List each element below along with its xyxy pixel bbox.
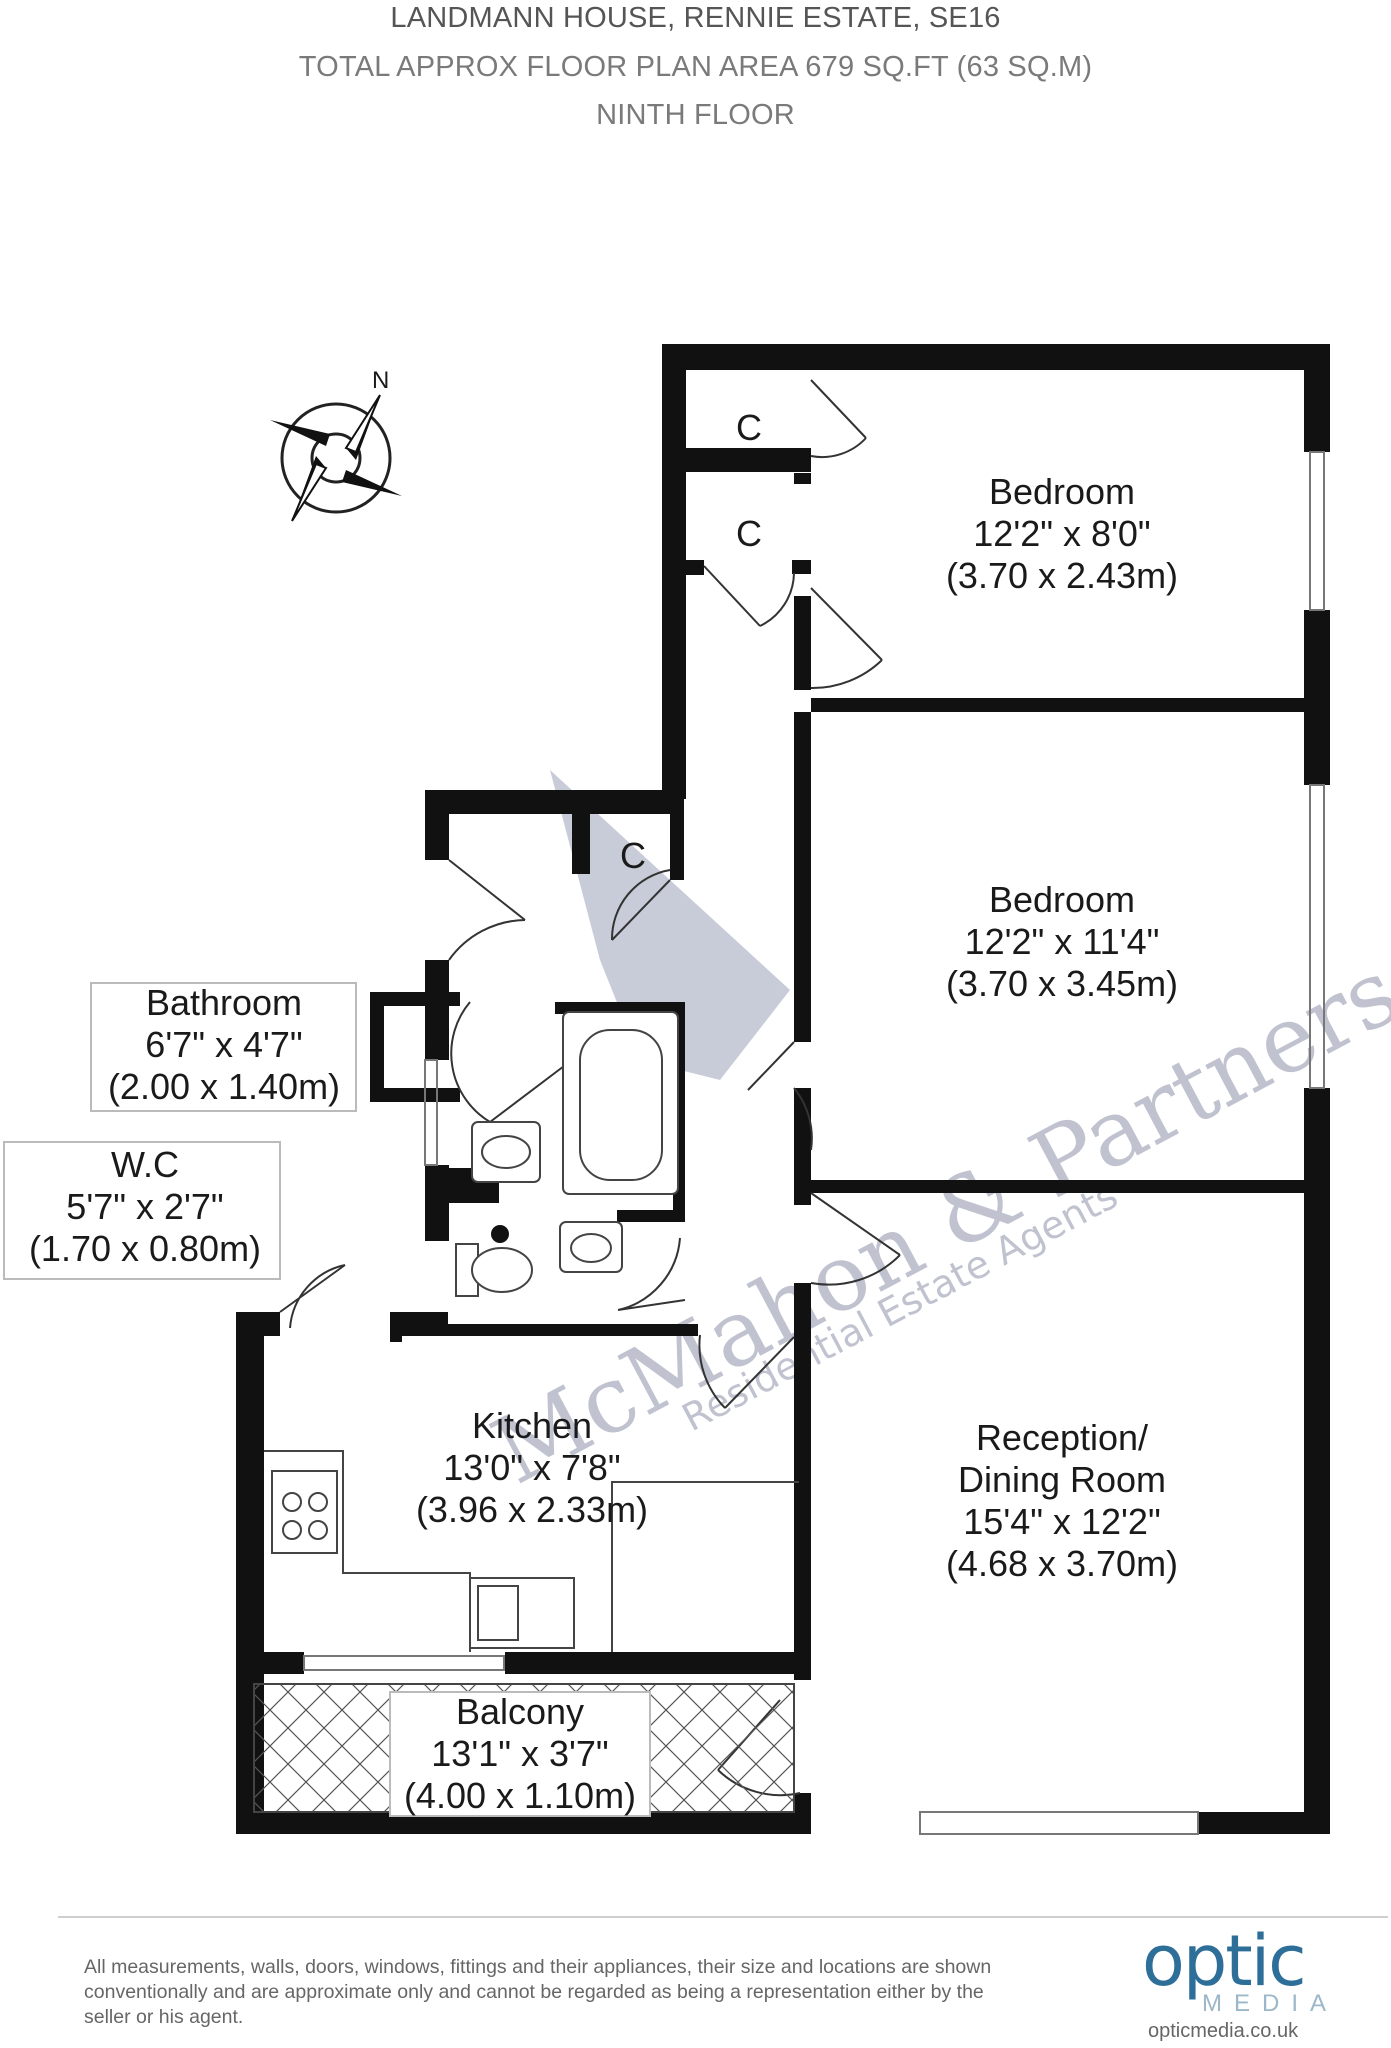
label-boxes (3, 982, 651, 1817)
optic-media-logo: optic MEDIA opticmedia.co.uk (1120, 1920, 1350, 2042)
property-title: LANDMANN HOUSE, RENNIE ESTATE, SE16 (390, 2, 1001, 34)
compass-rose: N (270, 367, 402, 522)
bathroom-name: Bathroom (146, 982, 302, 1023)
footer-divider (58, 1916, 1388, 1918)
bathroom-pipe (426, 1037, 444, 1055)
balcony-name: Balcony (456, 1691, 584, 1732)
wc-size: 5'7" x 2'7" (66, 1186, 223, 1227)
logo-wordmark: optic (1142, 1920, 1307, 2002)
fixtures (264, 1011, 799, 1652)
logo-subtitle: MEDIA (1202, 1990, 1339, 2017)
bedroom2-metric: (3.70 x 3.45m) (946, 963, 1178, 1004)
bedroom1-size: 12'2" x 8'0" (973, 513, 1150, 554)
room-labels: Bedroom 12'2" x 8'0" (3.70 x 2.43m) Bedr… (29, 407, 1178, 1816)
balcony-size: 13'1" x 3'7" (431, 1733, 608, 1774)
reception-name-line1: Reception/ (976, 1417, 1148, 1458)
windows (303, 451, 1325, 1835)
floor-plan: McMahon & Partners Residential Estate Ag… (3, 344, 1391, 1835)
bathroom-metric: (2.00 x 1.40m) (108, 1066, 340, 1107)
wc-name: W.C (111, 1144, 179, 1185)
kitchen-name: Kitchen (472, 1405, 592, 1446)
cupboard-label-1: C (736, 407, 762, 448)
bedroom1-metric: (3.70 x 2.43m) (946, 555, 1178, 596)
bedroom1-name: Bedroom (989, 471, 1135, 512)
logo-url: opticmedia.co.uk (1148, 2020, 1299, 2042)
north-label: N (372, 367, 389, 394)
kitchen-size: 13'0" x 7'8" (443, 1447, 620, 1488)
bedroom2-name: Bedroom (989, 879, 1135, 920)
balcony-metric: (4.00 x 1.10m) (404, 1775, 636, 1816)
hob (271, 1470, 338, 1554)
wc-metric: (1.70 x 0.80m) (29, 1228, 261, 1269)
disclaimer-text: All measurements, walls, doors, windows,… (84, 1956, 992, 2028)
watermark-logo-shape (550, 770, 790, 1080)
cupboard-label-3: C (620, 835, 646, 876)
bathroom-size: 6'7" x 4'7" (145, 1024, 302, 1065)
reception-size: 15'4" x 12'2" (963, 1501, 1160, 1542)
reception-name-line2: Dining Room (958, 1459, 1166, 1500)
floor-area-summary: TOTAL APPROX FLOOR PLAN AREA 679 SQ.FT (… (298, 51, 1093, 83)
bedroom2-size: 12'2" x 11'4" (965, 921, 1160, 962)
walls (236, 344, 1330, 1834)
floor-level: NINTH FLOOR (596, 99, 795, 131)
cupboard-label-2: C (736, 513, 762, 554)
wc-pipe (491, 1225, 509, 1243)
reception-metric: (4.68 x 3.70m) (946, 1543, 1178, 1584)
kitchen-metric: (3.96 x 2.33m) (416, 1489, 648, 1530)
